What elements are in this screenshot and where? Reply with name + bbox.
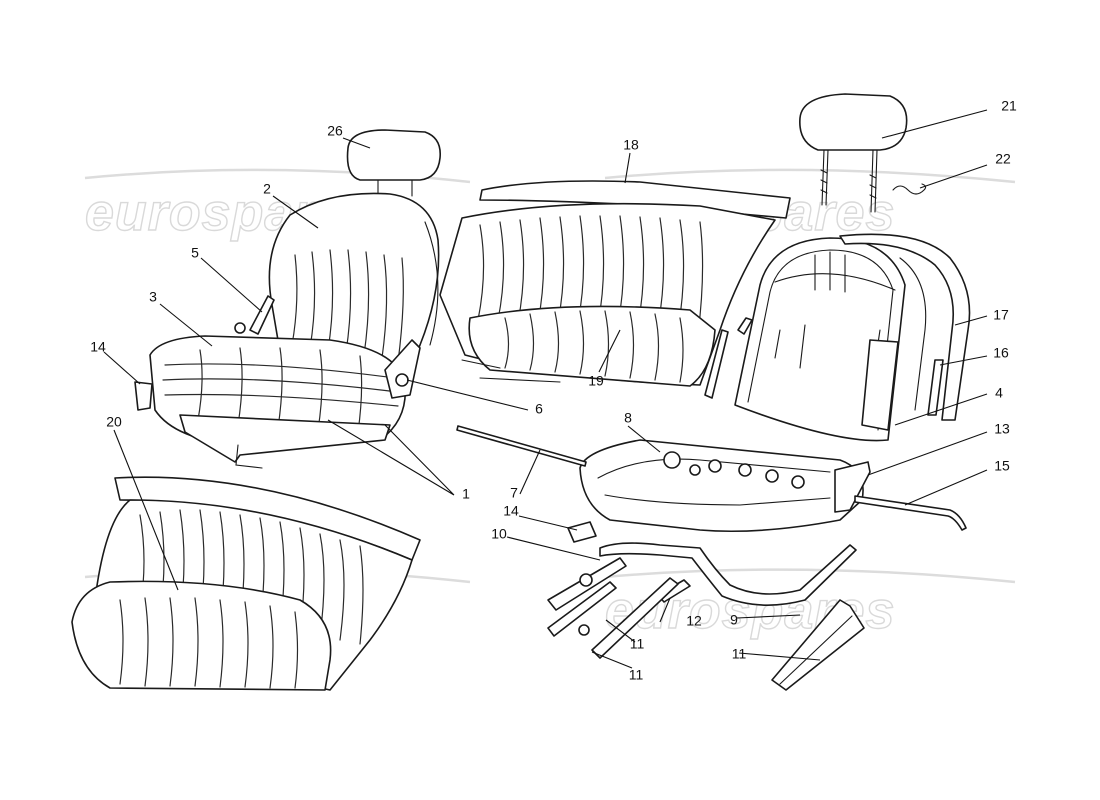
callout-labels: 26 2 5 3 14 6 1 20 18 19 21 22 17 16 4 1… [90, 98, 1017, 683]
runner-rail-9 [599, 542, 857, 606]
back-panel-19 [839, 233, 971, 421]
callout-12: 11 [629, 667, 644, 683]
clip-14 [134, 381, 153, 411]
recline-lever [249, 295, 275, 335]
headrest-front [346, 129, 442, 181]
callout-19: 17 [993, 307, 1009, 323]
bracket-16 [567, 521, 597, 543]
cushion-ribs [162, 347, 399, 433]
rod-17 [854, 495, 967, 531]
callout-20: 18 [623, 137, 639, 153]
side-bolster [861, 339, 899, 431]
callout-15: 13 [994, 421, 1010, 437]
callout-17: 15 [994, 458, 1010, 474]
callout-8: 8 [624, 410, 632, 426]
seat-base-assembly [456, 425, 967, 691]
seat-pan-8 [579, 439, 864, 533]
callout-9: 9 [730, 612, 738, 628]
headrest-pad [799, 93, 908, 151]
frame-tube [734, 237, 906, 442]
callout-25: 22 [995, 151, 1011, 167]
callout-5: 5 [191, 245, 199, 261]
rod-7 [456, 425, 587, 467]
slide-rail-11a [591, 577, 679, 659]
callout-23a: 21 [1001, 98, 1017, 114]
callout-22: 20 [106, 414, 122, 430]
callout-4: 4 [995, 385, 1003, 401]
rear-detail-cushion [71, 580, 332, 691]
rear-cushion-ribs [504, 310, 684, 383]
callout-6: 6 [535, 401, 543, 417]
callout-13: 12 [686, 613, 702, 629]
clip-25 [892, 183, 927, 195]
slide-rail-11b [771, 599, 865, 691]
callout-26: 26 [327, 123, 343, 139]
recline-mechanism [384, 339, 421, 399]
callout-1: 1 [462, 486, 470, 502]
knob [234, 322, 246, 334]
rear-seat-detail-22 [71, 476, 421, 691]
callout-14: 14 [90, 339, 106, 355]
callout-11b: 11 [732, 646, 747, 662]
front-seat-assembly [134, 129, 442, 469]
callout-18: 16 [993, 345, 1009, 361]
callout-7: 7 [510, 485, 518, 501]
seat-runner [179, 414, 391, 463]
rear-cushion-detail-ribs [119, 597, 299, 689]
callout-11a: 11 [630, 636, 645, 652]
leader-lines [103, 109, 988, 669]
callout-21: 19 [588, 373, 604, 389]
callout-2: 2 [263, 181, 271, 197]
rear-bench-seat [439, 180, 791, 387]
runner-15 [834, 461, 871, 513]
callout-10: 10 [491, 526, 507, 542]
backrest-frame [704, 233, 971, 442]
rail-18 [927, 359, 944, 416]
callout-3: 3 [149, 289, 157, 305]
headrest-23a [799, 93, 908, 213]
callout-16: 14 [503, 503, 519, 519]
rear-backrest-ribs [477, 215, 704, 335]
